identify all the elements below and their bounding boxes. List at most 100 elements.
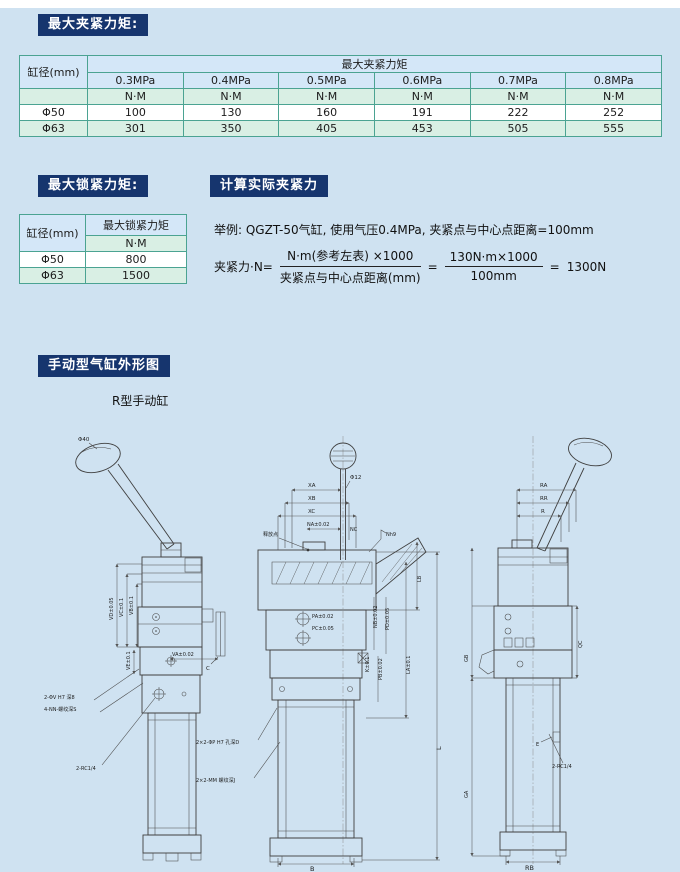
table1-unit-cell: N·M [373, 88, 471, 105]
middle-thread-callout: 2×2-MM 螺纹深J [196, 777, 235, 784]
table1-span-header: 最大夹紧力矩 [87, 55, 662, 73]
left-thread-callout: 4-NN-螺纹深S [44, 706, 76, 713]
middle-nc-label: NC [350, 527, 358, 533]
middle-l-label: L [435, 746, 443, 750]
table1-value: 505 [469, 120, 567, 137]
right-ra-label: RA [540, 483, 548, 489]
table1-row-label: Φ50 [19, 104, 88, 121]
table2-row-63: Φ63 1500 [19, 267, 187, 284]
drawing-view-label: R型手动缸 [112, 394, 169, 408]
right-e-label: E [536, 742, 539, 748]
formula-frac1-denominator: 夹紧点与中心点距离(mm) [279, 271, 421, 285]
table1-row-63: Φ63 301 350 405 453 505 555 [19, 120, 662, 137]
formula-equals-2: = [549, 259, 560, 274]
table1-span-row: 缸径(mm) 最大夹紧力矩 [19, 55, 662, 89]
right-r-label: R [541, 509, 545, 515]
lock-torque-table: 缸径(mm) 最大锁紧力矩 N·M Φ50 800 Φ63 1500 [19, 214, 187, 284]
left-port-callout: 2-RC1/4 [76, 766, 96, 772]
calc-formula: 夹紧力·N= N·m(参考左表) ×1000 夹紧点与中心点距离(mm) = 1… [214, 247, 606, 286]
table1-value: 160 [278, 104, 375, 121]
table2-row-label: Φ50 [19, 251, 86, 268]
table2-unit-cell: N·M [85, 235, 187, 252]
section-title-max-clamp-torque: 最大夹紧力矩: [38, 14, 149, 36]
table1-unit-row: N·M N·M N·M N·M N·M N·M [19, 88, 662, 105]
section-title-outline-drawing: 手动型气缸外形图 [38, 355, 171, 377]
table1-value: 350 [182, 120, 280, 137]
middle-pa-label: PA±0.02 [312, 614, 333, 620]
table1-bore-header: 缸径(mm) [19, 55, 88, 89]
table2-header-row: 缸径(mm) 最大锁紧力矩 [19, 214, 187, 252]
middle-b-label: B [310, 865, 314, 872]
left-vb-label: VB±0.1 [129, 596, 135, 615]
table1-row-50: Φ50 100 130 160 191 222 252 [19, 104, 662, 121]
formula-frac2-numerator: 130N·m×1000 [444, 250, 543, 267]
table1-unit-cell: N·M [87, 88, 184, 105]
formula-frac2-denominator: 100mm [470, 269, 517, 283]
left-vc-label: VC±0.1 [119, 598, 125, 617]
right-rr-label: RR [540, 496, 548, 502]
top-strip [0, 0, 680, 8]
section-title-calc-force: 计算实际夹紧力 [210, 175, 329, 197]
table2-unit-row: N·M [20, 235, 187, 252]
table1-row-label: Φ63 [19, 120, 88, 137]
table1-unit-cell: N·M [565, 88, 662, 105]
table1-value: 191 [373, 104, 471, 121]
table2-torque-header: 最大锁紧力矩 [85, 214, 187, 236]
table1-value: 555 [565, 120, 662, 137]
table1-pressure-row: 0.3MPa 0.4MPa 0.5MPa 0.6MPa 0.7MPa 0.8MP… [20, 72, 662, 89]
table1-unit-cell: N·M [469, 88, 567, 105]
left-ve-label: VE±0.1 [126, 651, 132, 670]
formula-frac1-numerator: N·m(参考左表) ×1000 [279, 247, 421, 267]
table1-pressure-04: 0.4MPa [182, 72, 280, 89]
table1-unit-cell: N·M [278, 88, 375, 105]
middle-k-label: K±0.1 [365, 657, 371, 672]
middle-pc-label: PC±0.05 [312, 626, 334, 632]
table2-value: 1500 [85, 267, 187, 284]
middle-release-point-label: 释放点 [263, 531, 278, 538]
right-gb-label: GB [464, 654, 470, 662]
right-cylinder-view: RA RR R [464, 436, 612, 872]
left-va-label: VA±0.02 [172, 652, 194, 658]
clamp-torque-table: 缸径(mm) 最大夹紧力矩 0.3MPa 0.4MPa 0.5MPa 0.6MP… [19, 55, 662, 137]
table2-row-label: Φ63 [19, 267, 86, 284]
section-title-max-lock-torque: 最大锁紧力矩: [38, 175, 149, 197]
middle-na-label: NA±0.02 [307, 522, 329, 528]
middle-nh9-label: Nh9 [386, 532, 396, 538]
right-qc-label: QC [578, 640, 584, 648]
table1-pressure-06: 0.6MPa [373, 72, 471, 89]
formula-fraction-1: N·m(参考左表) ×1000 夹紧点与中心点距离(mm) [279, 247, 421, 286]
right-port-callout: 2-RC1/4 [552, 764, 572, 770]
table1-value: 130 [182, 104, 280, 121]
cylinder-outline-drawing: Φ40 C VA±0.02 [44, 436, 612, 872]
middle-lb-label: LB [417, 575, 423, 582]
middle-la-label: LA±0.1 [406, 656, 412, 674]
calc-example-text: 举例: QGZT-50气缸, 使用气压0.4MPa, 夹紧点与中心点距离=100… [214, 223, 594, 237]
formula-fraction-2: 130N·m×1000 100mm [444, 250, 543, 283]
table2-bore-header: 缸径(mm) [19, 214, 86, 252]
table1-value: 222 [469, 104, 567, 121]
table1-unit-spacer [19, 88, 88, 105]
left-c-label: C [206, 666, 210, 672]
middle-xc-label: XC [308, 509, 315, 515]
table1-value: 100 [87, 104, 184, 121]
left-hole-callout: 2-ΦV H7 深8 [44, 694, 75, 701]
table1-unit-cell: N·M [182, 88, 280, 105]
right-ga-label: GA [464, 790, 470, 798]
table1-value: 405 [278, 120, 375, 137]
middle-hole-callout: 2×2-ΦP H7 孔深D [196, 739, 239, 746]
left-vd-label: VD±0.05 [109, 597, 115, 620]
table2-row-50: Φ50 800 [19, 251, 187, 268]
middle-pd-label: PD±0.05 [385, 608, 391, 630]
middle-rod-dia-label: Φ12 [350, 475, 361, 481]
formula-equals-1: = [427, 259, 438, 274]
middle-cylinder-view: Φ12 XA XB XC NA±0.02 NC 释放点 Nh9 [196, 436, 443, 872]
left-cylinder-view: Φ40 C VA±0.02 [44, 437, 226, 862]
table1-value: 301 [87, 120, 184, 137]
left-knob-dia-label: Φ40 [78, 437, 90, 443]
formula-lhs: 夹紧力·N= [214, 260, 273, 274]
middle-pb-label: PB±0.02 [378, 658, 384, 680]
formula-result: 1300N [566, 259, 607, 274]
right-rb-label: RB [525, 864, 534, 872]
table2-value: 800 [85, 251, 187, 268]
